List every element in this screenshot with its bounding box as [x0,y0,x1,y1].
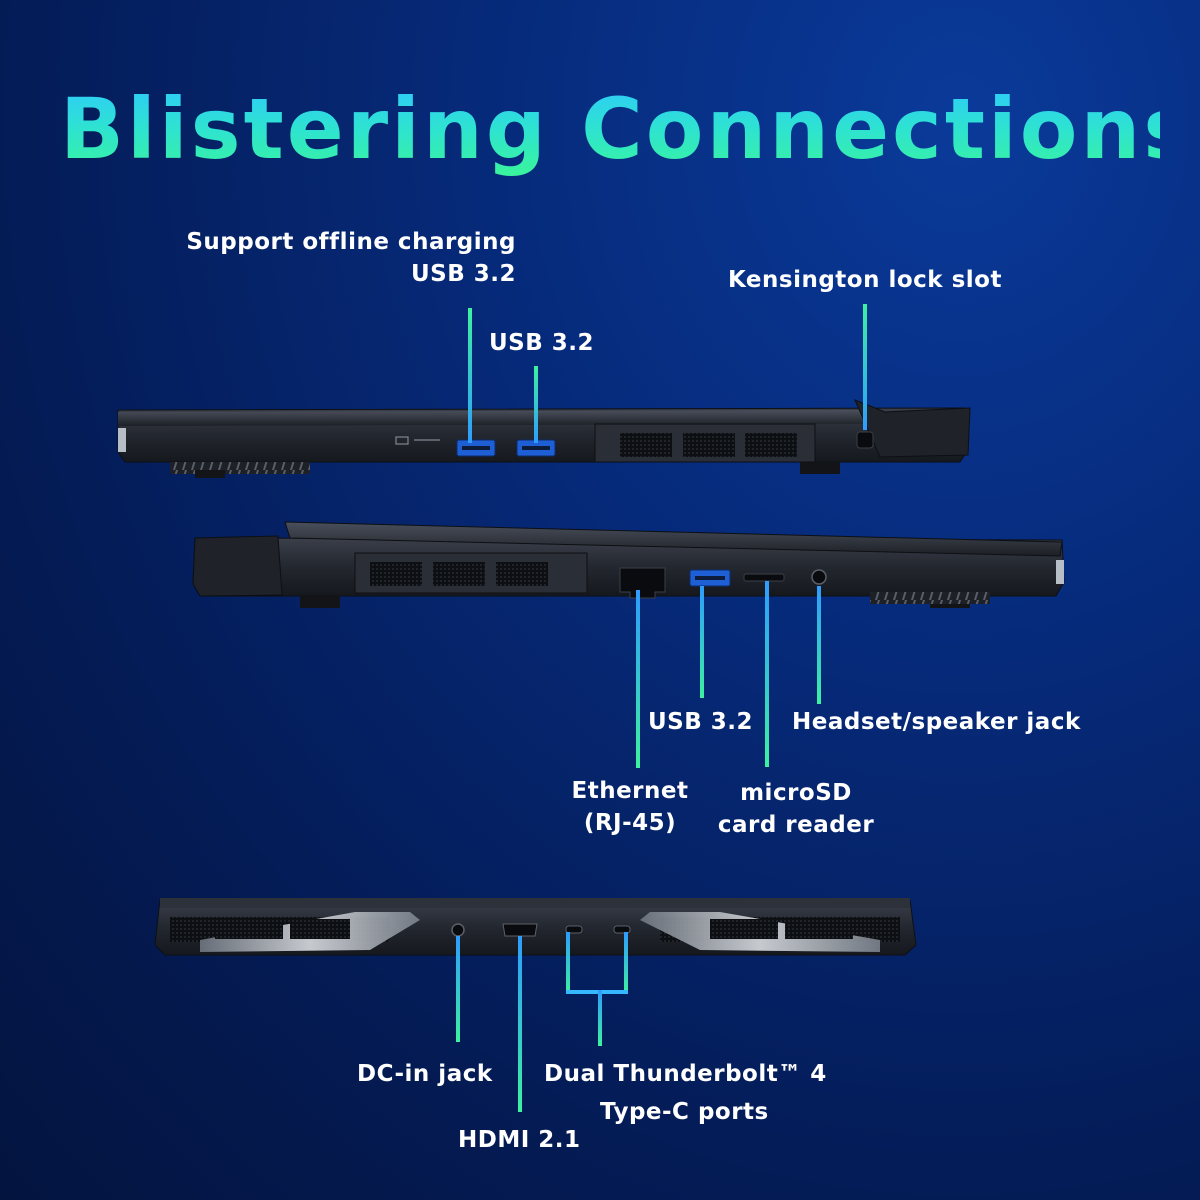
dc-in-port [451,923,465,937]
label-ethernet-line1: Ethernet [571,778,689,804]
label-ethernet-line2: (RJ-45) [583,810,677,836]
label-thunderbolt-line1: Dual Thunderbolt™ 4 [544,1061,827,1087]
label-kensington: Kensington lock slot [728,267,1002,293]
label-headset: Headset/speaker jack [792,709,1081,735]
label-dc-in: DC-in jack [357,1061,493,1087]
thunderbolt-port-1 [565,925,583,934]
kensington-slot [856,431,874,449]
label-hdmi: HDMI 2.1 [458,1127,581,1153]
laptop-rear [154,898,917,1112]
label-charging-usb-line1: Support offline charging [186,229,516,255]
page-title: Blistering Connections [60,80,1197,178]
headset-jack [811,569,827,585]
microsd-slot [743,573,785,582]
label-usb-right: USB 3.2 [648,709,754,735]
laptop-right-side [192,521,1065,768]
laptop-left-side [117,304,971,478]
label-usb-left: USB 3.2 [489,330,595,356]
label-charging-usb-line2: USB 3.2 [410,261,516,287]
ethernet-port [619,567,666,599]
thunderbolt-port-2 [613,925,631,934]
label-thunderbolt-line2: Type-C ports [600,1099,769,1125]
hdmi-port [502,923,538,937]
label-microsd-line1: microSD [740,780,852,806]
label-microsd-line2: card reader [717,812,875,838]
